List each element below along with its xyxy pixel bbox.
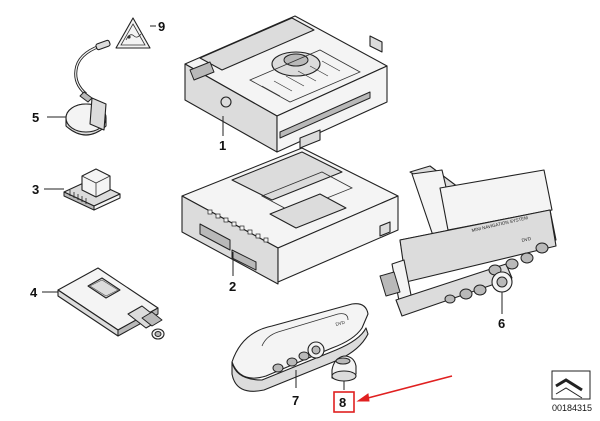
callout-7: 7: [292, 393, 299, 408]
highlight-arrow: [356, 375, 453, 402]
callout-4: 4: [30, 285, 38, 300]
part-6-control-panel: MINI NAVIGATION SYSTEM DVD: [379, 165, 557, 317]
panel-dvd-label: DVD: [521, 236, 532, 243]
part-2-navigation-computer: [181, 147, 399, 285]
callout-6: 6: [498, 316, 505, 331]
page-corner-icon: [555, 378, 583, 392]
callout-1: 1: [219, 138, 226, 153]
callout-2: 2: [229, 279, 236, 294]
part-1-drive-mechanism: [184, 15, 388, 153]
callout-9: 9: [158, 19, 165, 34]
callout-3: 3: [32, 182, 39, 197]
highlight-box-8: [333, 391, 355, 413]
part-7-dvd-control-unit: DVD: [231, 303, 369, 392]
document-number: 00184315: [552, 403, 592, 413]
part-9-warning-label: [115, 17, 151, 49]
part-4-control-module: [57, 267, 165, 340]
document-reference: 00184315: [551, 370, 592, 413]
part-5-antenna: [65, 39, 111, 136]
callout-5: 5: [32, 110, 39, 125]
unit-dvd-label: DVD: [335, 319, 346, 326]
callout-8: 8: [339, 395, 346, 410]
part-3-relay-board: [63, 168, 121, 211]
